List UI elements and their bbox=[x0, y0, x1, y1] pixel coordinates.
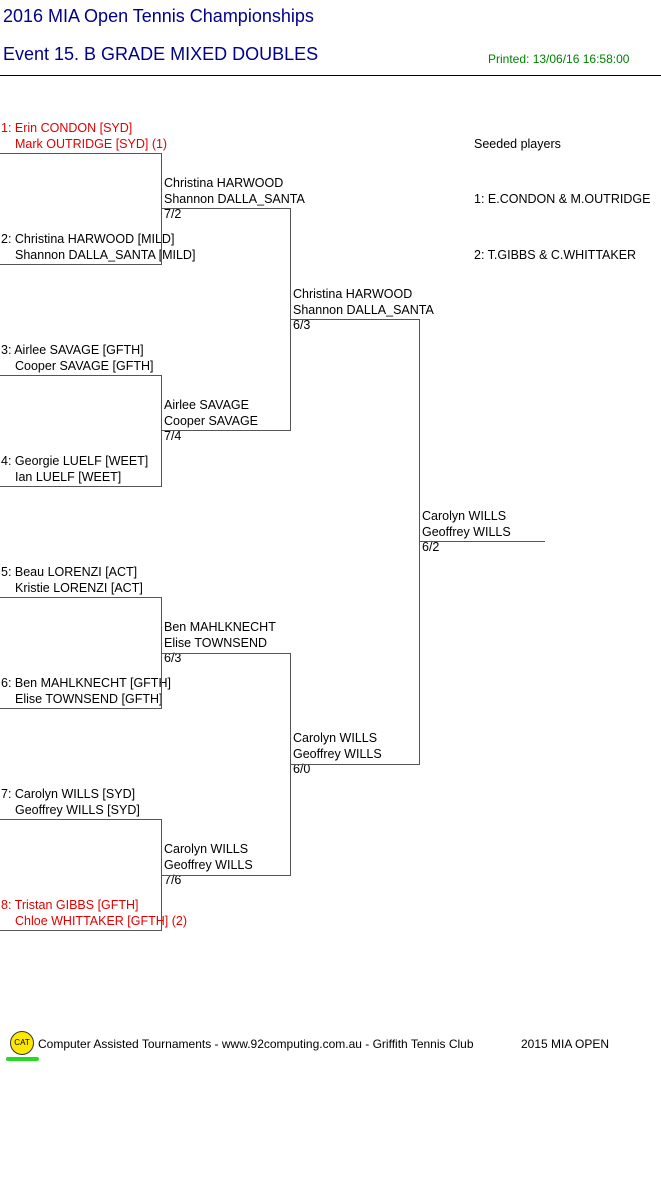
entry-4-player-2: Ian LUELF [WEET] bbox=[15, 470, 122, 484]
draw-entry-2: 2: Christina HARWOOD [MILD] Shannon DALL… bbox=[1, 231, 195, 263]
footer-credit: Computer Assisted Tournaments - www.92co… bbox=[38, 1037, 474, 1051]
champion-entry: Carolyn WILLS Geoffrey WILLS 6/2 bbox=[422, 508, 511, 554]
entry-1-player-2: Mark OUTRIDGE [SYD] (1) bbox=[15, 137, 168, 151]
bracket-line bbox=[0, 930, 161, 931]
semi-winner-1: Christina HARWOOD Shannon DALLA_SANTA 6/… bbox=[293, 286, 434, 332]
seed-2: 2: T.GIBBS & C.WHITTAKER bbox=[474, 248, 637, 262]
bracket-line bbox=[161, 653, 290, 654]
bracket-line bbox=[161, 430, 290, 431]
tournament-title: 2016 MIA Open Tennis Championships bbox=[3, 6, 314, 26]
round2-3-player-1: Ben MAHLKNECHT bbox=[164, 620, 276, 634]
round2-2-score: 7/4 bbox=[164, 429, 182, 443]
semi-winner-2: Carolyn WILLS Geoffrey WILLS 6/0 bbox=[293, 730, 382, 776]
seeded-players-heading: Seeded players bbox=[474, 137, 561, 151]
entry-3-player-1: 3: Airlee SAVAGE [GFTH] bbox=[1, 343, 144, 357]
bracket-line bbox=[290, 319, 419, 320]
round2-1-player-2: Shannon DALLA_SANTA bbox=[164, 192, 305, 206]
bracket-line bbox=[419, 541, 545, 542]
bracket-line bbox=[0, 153, 161, 154]
bracket-line bbox=[0, 819, 161, 820]
draw-entry-4: 4: Georgie LUELF [WEET] Ian LUELF [WEET] bbox=[1, 453, 148, 485]
round2-2-player-1: Airlee SAVAGE bbox=[164, 398, 249, 412]
semi-2-player-2: Geoffrey WILLS bbox=[293, 747, 382, 761]
entry-2-player-1: 2: Christina HARWOOD [MILD] bbox=[1, 232, 175, 246]
bracket-line bbox=[0, 264, 161, 265]
round2-winner-1: Christina HARWOOD Shannon DALLA_SANTA 7/… bbox=[164, 175, 305, 221]
semi-2-score: 6/0 bbox=[293, 762, 311, 776]
round2-1-player-1: Christina HARWOOD bbox=[164, 176, 284, 190]
entry-3-player-2: Cooper SAVAGE [GFTH] bbox=[15, 359, 154, 373]
round2-winner-3: Ben MAHLKNECHT Elise TOWNSEND 6/3 bbox=[164, 619, 276, 665]
champion-player-1: Carolyn WILLS bbox=[422, 509, 507, 523]
bracket-line bbox=[161, 153, 162, 265]
round2-4-score: 7/6 bbox=[164, 873, 182, 887]
header-divider bbox=[0, 75, 661, 76]
entry-8-player-2: Chloe WHITTAKER [GFTH] (2) bbox=[15, 914, 188, 928]
entry-5-player-2: Kristie LORENZI [ACT] bbox=[15, 581, 143, 595]
bracket-line bbox=[0, 486, 161, 487]
round2-winner-4: Carolyn WILLS Geoffrey WILLS 7/6 bbox=[164, 841, 253, 887]
draw-entry-6: 6: Ben MAHLKNECHT [GFTH] Elise TOWNSEND … bbox=[1, 675, 171, 707]
bracket-line bbox=[419, 319, 420, 765]
bracket-line bbox=[161, 208, 290, 209]
entry-5-player-1: 5: Beau LORENZI [ACT] bbox=[1, 565, 138, 579]
draw-entry-3: 3: Airlee SAVAGE [GFTH] Cooper SAVAGE [G… bbox=[1, 342, 153, 374]
semi-1-score: 6/3 bbox=[293, 318, 311, 332]
round2-1-score: 7/2 bbox=[164, 207, 182, 221]
entry-2-player-2: Shannon DALLA_SANTA [MILD] bbox=[15, 248, 196, 262]
entry-8-player-1: 8: Tristan GIBBS [GFTH] bbox=[1, 898, 139, 912]
footer-event-name: 2015 MIA OPEN bbox=[521, 1037, 610, 1051]
bracket-line bbox=[0, 375, 161, 376]
entry-6-player-2: Elise TOWNSEND [GFTH] bbox=[15, 692, 163, 706]
draw-entry-5: 5: Beau LORENZI [ACT] Kristie LORENZI [A… bbox=[1, 564, 143, 596]
entry-7-player-1: 7: Carolyn WILLS [SYD] bbox=[1, 787, 136, 801]
semi-2-player-1: Carolyn WILLS bbox=[293, 731, 378, 745]
bracket-line bbox=[161, 875, 290, 876]
champion-player-2: Geoffrey WILLS bbox=[422, 525, 511, 539]
bracket-line bbox=[161, 375, 162, 487]
bracket-line bbox=[0, 597, 161, 598]
bracket-line bbox=[290, 764, 419, 765]
entry-1-player-1: 1: Erin CONDON [SYD] bbox=[1, 121, 133, 135]
semi-1-player-1: Christina HARWOOD bbox=[293, 287, 413, 301]
printed-timestamp: Printed: 13/06/16 16:58:00 bbox=[488, 52, 630, 66]
cat-logo-underline bbox=[6, 1057, 39, 1061]
entry-4-player-1: 4: Georgie LUELF [WEET] bbox=[1, 454, 149, 468]
draw-entry-1: 1: Erin CONDON [SYD] Mark OUTRIDGE [SYD]… bbox=[1, 120, 167, 152]
seed-1: 1: E.CONDON & M.OUTRIDGE bbox=[474, 192, 651, 206]
round2-3-player-2: Elise TOWNSEND bbox=[164, 636, 268, 650]
semi-1-player-2: Shannon DALLA_SANTA bbox=[293, 303, 434, 317]
final-score: 6/2 bbox=[422, 540, 440, 554]
round2-4-player-1: Carolyn WILLS bbox=[164, 842, 249, 856]
round2-winner-2: Airlee SAVAGE Cooper SAVAGE 7/4 bbox=[164, 397, 258, 443]
entry-6-player-1: 6: Ben MAHLKNECHT [GFTH] bbox=[1, 676, 171, 690]
bracket-line bbox=[0, 708, 161, 709]
round2-2-player-2: Cooper SAVAGE bbox=[164, 414, 259, 428]
round2-4-player-2: Geoffrey WILLS bbox=[164, 858, 253, 872]
round2-3-score: 6/3 bbox=[164, 651, 182, 665]
draw-entry-8: 8: Tristan GIBBS [GFTH] Chloe WHITTAKER … bbox=[1, 897, 187, 929]
entry-7-player-2: Geoffrey WILLS [SYD] bbox=[15, 803, 140, 817]
event-title: Event 15. B GRADE MIXED DOUBLES bbox=[3, 44, 319, 64]
cat-logo-icon: CAT bbox=[10, 1031, 34, 1055]
draw-entry-7: 7: Carolyn WILLS [SYD] Geoffrey WILLS [S… bbox=[1, 786, 140, 818]
